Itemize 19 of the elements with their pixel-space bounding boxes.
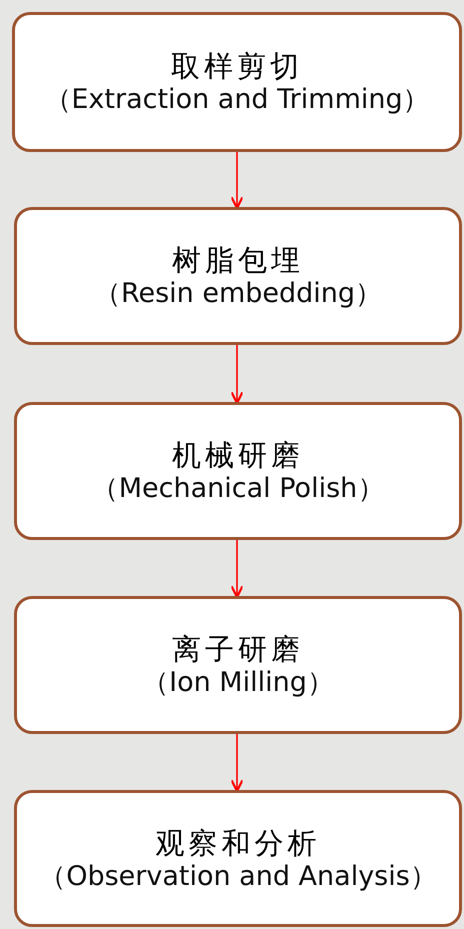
step-title: 取样剪切 [171,48,303,84]
process-box [14,207,462,345]
arrow [230,345,244,404]
arrow [230,734,244,792]
step-title: 树脂包埋 [172,242,304,278]
arrow [230,540,244,598]
step-title: 观察和分析 [156,824,320,860]
step-subtitle: （Observation and Analysis） [39,860,437,892]
step-title: 机械研磨 [172,437,304,473]
process-box [14,790,462,927]
process-box [14,402,462,540]
step-subtitle: （Extraction and Trimming） [44,84,430,116]
step-subtitle: （Ion Milling） [142,667,334,699]
process-box [12,12,462,152]
arrow [230,152,244,210]
process-box [14,596,462,734]
step-subtitle: （Mechanical Polish） [92,473,384,505]
step-title: 离子研磨 [172,631,304,667]
step-subtitle: （Resin embedding） [94,278,382,310]
